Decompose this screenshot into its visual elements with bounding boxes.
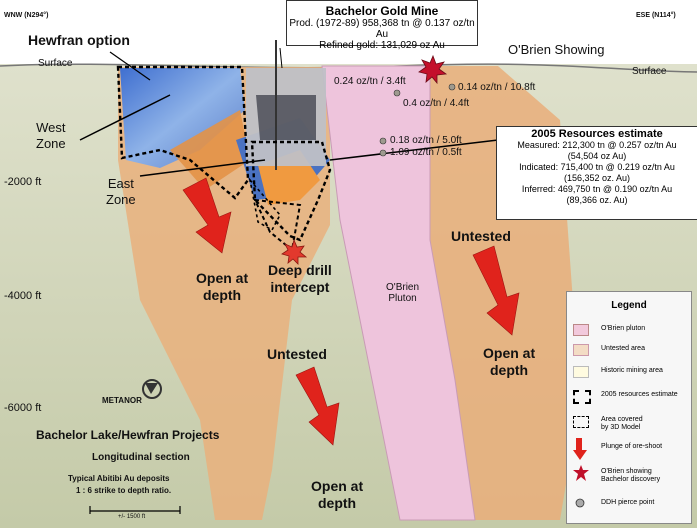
legend-arrow-icon [573, 438, 587, 460]
project-note-2: 1 : 6 strike to depth ratio. [76, 486, 172, 495]
ddh-point-4 [379, 149, 387, 157]
resources-leader [329, 139, 499, 161]
open-depth-left: Open at depth [196, 270, 249, 303]
metanor-logo-mark [142, 379, 162, 399]
resources-inferred-oz: (89,366 oz. Au) [566, 195, 628, 205]
project-title: Bachelor Lake/Hewfran Projects [36, 428, 220, 442]
project-subtitle: Longitudinal section [92, 452, 190, 463]
obrien-showing-label: O'Brien Showing [508, 42, 605, 57]
resources-indicated: Indicated: 715,400 tn @ 0.219 oz/tn Au [519, 162, 675, 172]
legend-label-untested: Untested area [601, 345, 645, 352]
west-zone-leader [79, 94, 171, 141]
legend-label-ddh: DDH pierce point [601, 499, 655, 506]
legend-label-showing: O'Brien showing Bachelor discovery [601, 468, 661, 483]
depth-label-4000: -4000 ft [4, 290, 42, 302]
deep-intercept-outline [253, 198, 302, 252]
plunge-arrow-left [182, 177, 232, 254]
bearing-right: ESE (N114°) [636, 12, 676, 19]
legend-label-model: Area covered by 3D Model [601, 416, 643, 431]
ddh-point-1 [448, 83, 456, 91]
hewfran-outline [116, 65, 250, 200]
resources-measured: Measured: 212,300 tn @ 0.257 oz/tn Au [517, 140, 677, 150]
obrien-pluton-shape [321, 65, 476, 521]
legend-swatch-pluton [573, 324, 589, 336]
hewfran-option-label: Hewfran option [28, 32, 130, 48]
metanor-logo-text: METANOR [102, 396, 142, 405]
hewfran-leader [109, 51, 151, 81]
legend-ddh-icon [575, 498, 585, 508]
legend-label-resources: 2005 resources estimate [601, 391, 678, 398]
mine-dark-stopes [256, 95, 316, 140]
mine-refined: Refined gold: 131,029 oz Au [319, 40, 445, 51]
depth-label-6000: -6000 ft [4, 402, 42, 414]
scale-label: +/- 1500 ft [118, 514, 146, 520]
open-depth-right: Open at depth [483, 345, 536, 378]
obrien-showing-star [418, 54, 448, 85]
grade-4: 0.18 oz/tn / 5.0ft [390, 135, 462, 146]
legend-panel: Legend O'Brien pluton Untested area Hist… [566, 291, 692, 524]
depth-label-2000: -2000 ft [4, 176, 42, 188]
mine-leader [279, 47, 283, 69]
bearing-left: WNW (N294°) [4, 12, 49, 19]
legend-title: Legend [611, 300, 647, 311]
legend-label-pluton: O'Brien pluton [601, 325, 646, 332]
west-zone-label: West Zone [36, 120, 66, 151]
east-zone-leader [139, 159, 266, 177]
deep-drill-star [281, 238, 308, 265]
plunge-arrow-center [295, 366, 340, 446]
east-zone-label: East Zone [106, 176, 136, 207]
project-note-1: Typical Abitibi Au deposits [68, 474, 170, 483]
resources-box: 2005 Resources estimate Measured: 212,30… [496, 126, 697, 220]
legend-label-plunge: Plunge of ore-shoot [601, 443, 663, 450]
grade-3: 0.4 oz/tn / 4.4ft [403, 98, 470, 109]
resources-measured-oz: (54,504 oz Au) [567, 151, 627, 161]
resources-indicated-oz: (156,352 oz. Au) [563, 173, 631, 183]
surface-label-left: Surface [38, 58, 73, 69]
deep-drill-label: Deep drill intercept [268, 262, 332, 295]
legend-swatch-model [573, 416, 589, 428]
resource-outline [250, 140, 332, 242]
metanor-logo-swoosh [145, 383, 158, 394]
mine-production: Prod. (1972-89) 958,368 tn @ 0.137 oz/tn… [289, 18, 475, 40]
mine-box: Bachelor Gold Mine Prod. (1972-89) 958,3… [286, 0, 478, 51]
legend-swatch-resources [573, 390, 591, 404]
surface-label-right: Surface [632, 66, 667, 77]
grade-1: 0.24 oz/tn / 3.4ft [334, 76, 406, 87]
model-outline [248, 177, 281, 232]
resources-inferred: Inferred: 469,750 tn @ 0.190 oz/tn Au [521, 184, 673, 194]
ddh-point-2 [393, 89, 401, 97]
plunge-arrow-right [472, 245, 520, 336]
ddh-point-3 [379, 137, 387, 145]
legend-swatch-historic [573, 366, 589, 378]
open-depth-center: Open at depth [311, 478, 364, 511]
untested-right-label: Untested [451, 228, 511, 244]
grade-5: 1.09 oz/tn / 0.5ft [390, 147, 462, 158]
hewfran-model-block [120, 68, 245, 168]
legend-star-icon [573, 465, 589, 481]
untested-center-label: Untested [267, 346, 327, 362]
legend-swatch-untested [573, 344, 589, 356]
resources-title: 2005 Resources estimate [531, 128, 663, 140]
mine-title: Bachelor Gold Mine [325, 4, 439, 18]
legend-label-historic: Historic mining area [601, 367, 663, 374]
obrien-pluton-label: O'Brien Pluton [386, 282, 420, 304]
grade-2: 0.14 oz/tn / 10.8ft [458, 82, 536, 93]
